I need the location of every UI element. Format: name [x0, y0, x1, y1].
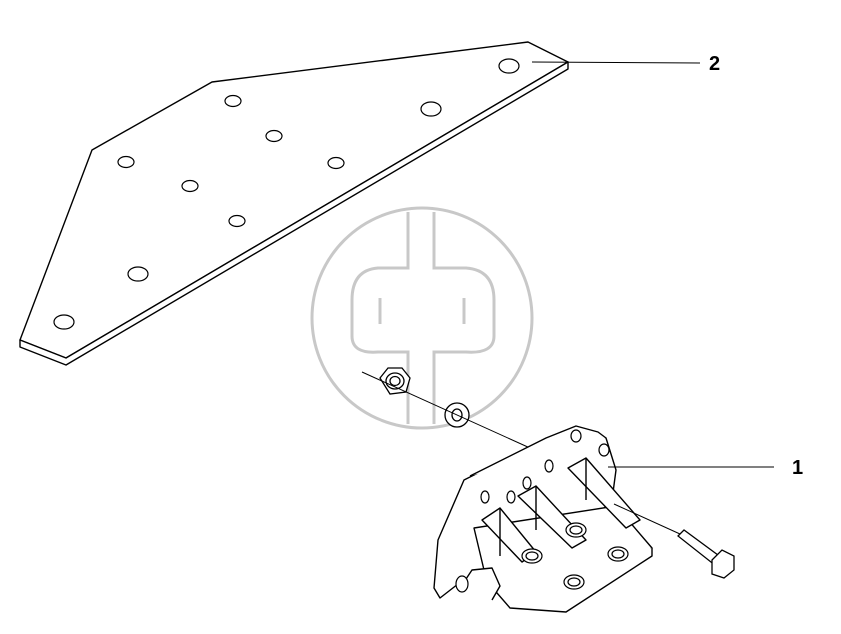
mounting-plate-part-2 [19, 41, 569, 366]
bolt-axis-line [613, 503, 681, 535]
plate-holes [53, 58, 520, 330]
assembly-axis-line [361, 371, 531, 449]
watermark-logo [310, 206, 534, 430]
callout-number-1: 1 [792, 457, 804, 479]
hex-bolt [677, 529, 735, 579]
callout-number-2: 2 [709, 53, 721, 75]
leader-line-part-2 [531, 61, 701, 64]
bracket-holes [455, 429, 629, 593]
hex-nut [379, 367, 411, 395]
